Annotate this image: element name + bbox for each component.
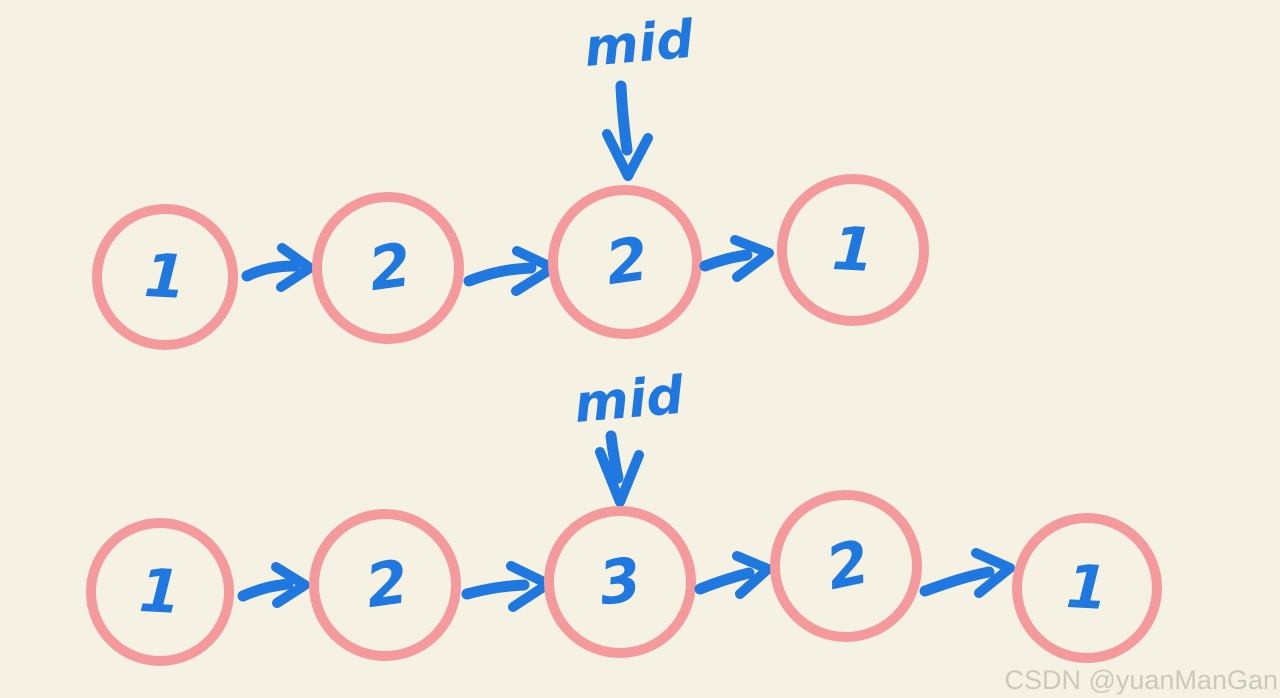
list-node: 1 <box>1012 513 1162 663</box>
node-value: 1 <box>1064 552 1109 624</box>
arrow-shaft <box>919 566 995 597</box>
list-node: 1 <box>86 518 234 666</box>
next-pointer-arrow <box>461 561 553 612</box>
arrow-shaft <box>694 567 755 595</box>
arrow-shaft <box>237 578 294 602</box>
watermark: CSDN @yuanManGan <box>1004 665 1278 695</box>
arrow-shaft <box>461 579 530 600</box>
node-value: 1 <box>830 214 875 286</box>
node-circle <box>86 518 234 666</box>
arrow-shaft <box>699 249 753 272</box>
list-node-mid: 3 <box>544 506 696 658</box>
node-value: 1 <box>142 241 187 313</box>
mid-pointer-top: mid <box>582 10 697 181</box>
node-value: 2 <box>601 224 652 299</box>
arrow-shaft <box>241 260 301 282</box>
arrow-head-icon <box>271 562 310 608</box>
list-node: 1 <box>92 204 238 350</box>
mid-label: mid <box>582 10 697 79</box>
node-circle <box>770 490 922 642</box>
next-pointer-arrow <box>699 235 774 282</box>
list-node: 2 <box>312 192 464 344</box>
node-value: 2 <box>820 527 875 604</box>
node-value: 1 <box>137 556 182 628</box>
arrow-head-icon <box>276 243 315 292</box>
mid-arrow-shaft <box>615 80 633 156</box>
mid-arrow-shaft <box>605 430 624 484</box>
arrow-shaft <box>463 262 537 287</box>
node-circle <box>309 509 461 661</box>
node-circle <box>312 192 464 344</box>
next-pointer-arrow <box>919 548 1015 598</box>
next-pointer-arrow <box>241 243 315 292</box>
arrow-head-icon <box>730 235 774 282</box>
next-pointer-arrow <box>237 562 310 608</box>
arrow-head-icon <box>732 551 773 599</box>
node-circle <box>92 204 238 350</box>
node-circle <box>544 506 696 658</box>
node-value: 2 <box>361 547 412 622</box>
node-circle <box>777 174 929 326</box>
node-value: 2 <box>364 230 415 305</box>
odd-length-list: mid 1 2 <box>86 366 1162 666</box>
even-length-list: mid 1 2 <box>92 10 929 350</box>
list-node-mid: 2 <box>548 185 702 339</box>
arrow-head-icon <box>971 548 1015 598</box>
node-circle <box>1012 513 1162 663</box>
node-value: 3 <box>594 544 645 619</box>
next-pointer-arrow <box>694 551 773 599</box>
list-node: 2 <box>770 490 922 642</box>
list-node: 1 <box>777 174 929 326</box>
mid-arrow-head-icon <box>602 129 653 181</box>
node-circle <box>548 185 702 339</box>
mid-pointer-bottom: mid <box>572 366 687 507</box>
mid-label: mid <box>572 366 687 435</box>
mid-arrow-head-icon <box>595 447 644 507</box>
list-node: 2 <box>309 509 461 661</box>
next-pointer-arrow <box>463 246 558 296</box>
